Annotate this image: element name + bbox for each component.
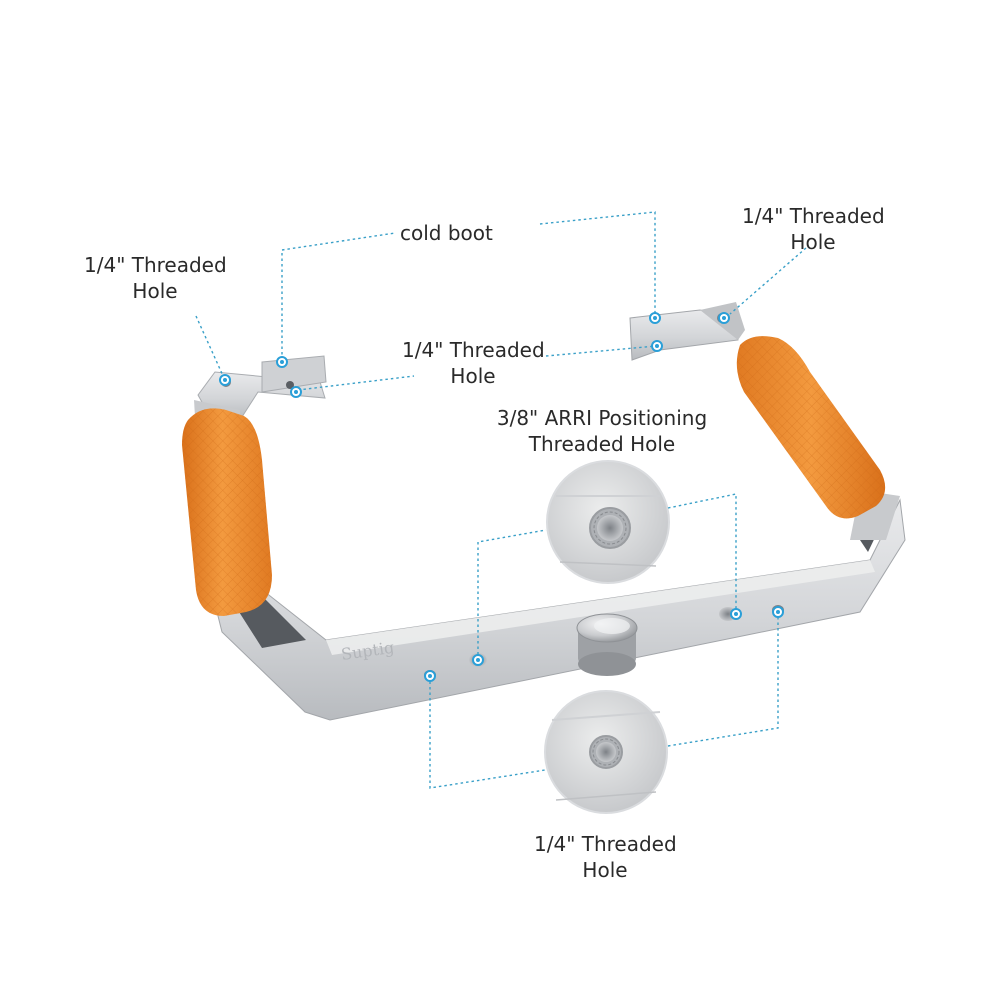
thumb-screw <box>576 613 638 676</box>
marker-right-middle-hole <box>651 340 663 352</box>
marker-left-cold-boot <box>276 356 288 368</box>
label-left-top-threaded-hole: 1/4" Threaded Hole <box>84 253 227 303</box>
marker-arri-left <box>472 654 484 666</box>
left-grip <box>182 408 272 616</box>
marker-right-top-hole <box>718 312 730 324</box>
label-arri-threaded-hole: 3/8" ARRI Positioning Threaded Hole <box>496 406 708 456</box>
arri-hole-zoom <box>546 460 670 584</box>
label-bottom-threaded-hole: 1/4" Threaded Hole <box>534 832 677 882</box>
marker-bottom-right <box>772 606 784 618</box>
marker-arri-right <box>730 608 742 620</box>
leader-lines <box>195 211 807 789</box>
hole-markers <box>219 312 784 682</box>
label-right-top-threaded-hole: 1/4" Threaded Hole <box>742 204 885 254</box>
bottom-hole-zoom <box>544 690 668 814</box>
right-grip <box>736 336 886 519</box>
label-middle-threaded-hole: 1/4" Threaded Hole <box>402 338 545 388</box>
marker-left-top-hole <box>219 374 231 386</box>
marker-bottom-left <box>424 670 436 682</box>
label-cold-boot: cold boot <box>400 221 493 245</box>
marker-right-cold-boot <box>649 312 661 324</box>
marker-left-middle-hole <box>290 386 302 398</box>
